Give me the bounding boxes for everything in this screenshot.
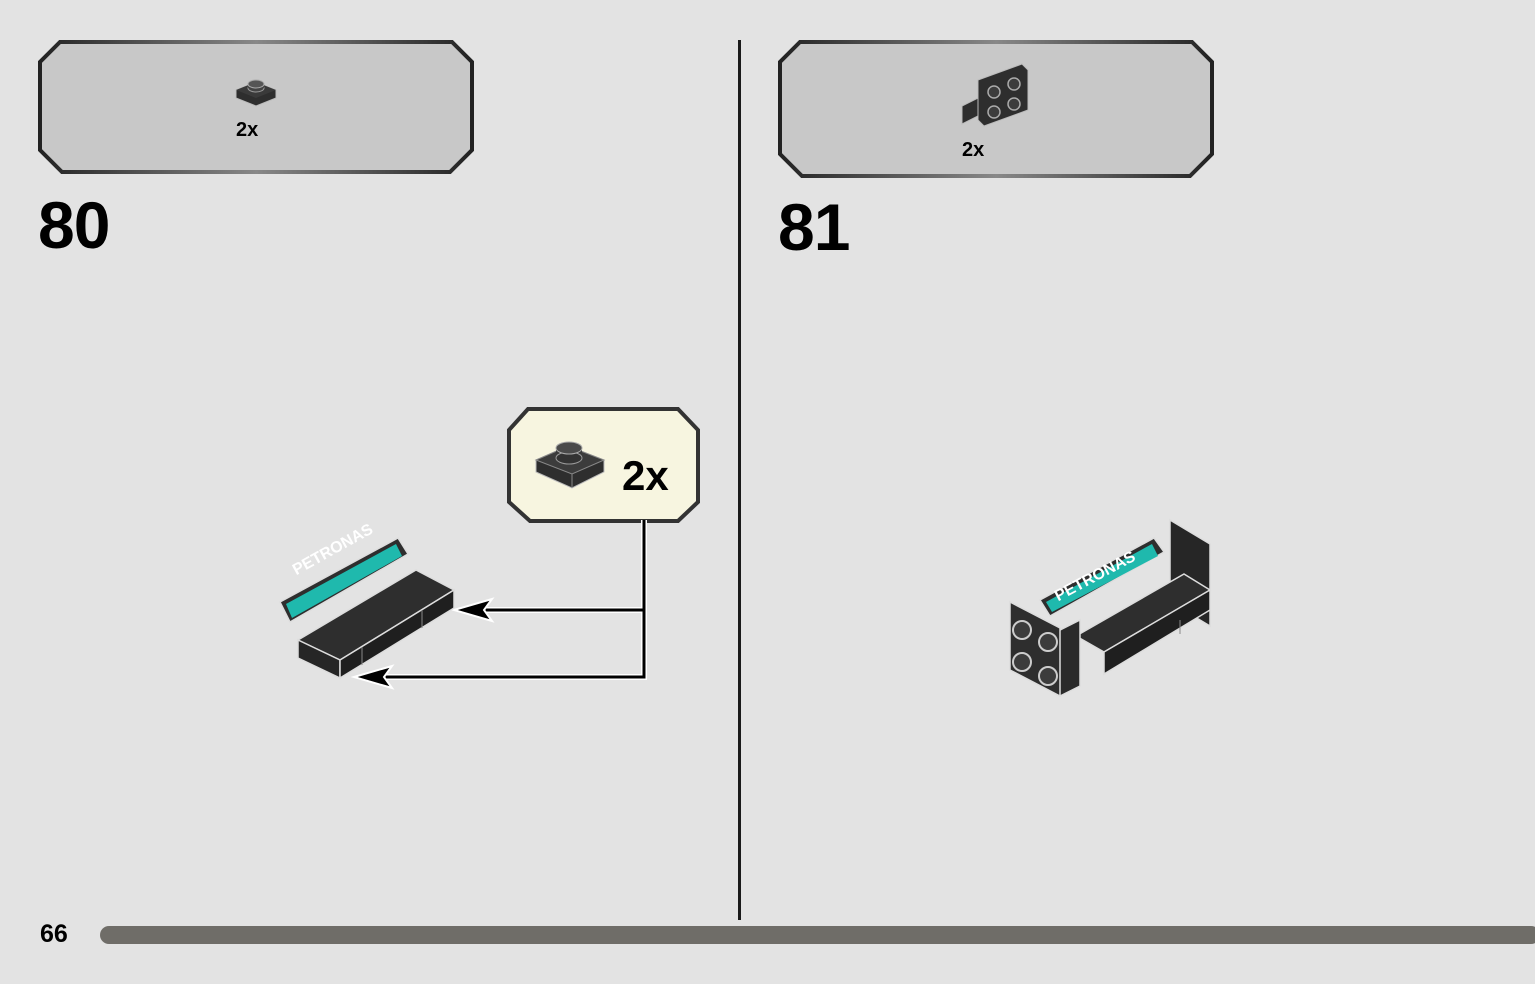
model-step-80: [276, 530, 466, 695]
parts-quantity-step-80: 2x: [236, 119, 259, 141]
page-number: 66: [40, 920, 68, 948]
parts-list-box-step-80: [38, 40, 474, 174]
bracket-part-icon: [958, 62, 1032, 137]
callout-quantity: 2x: [622, 452, 669, 499]
page-progress-bar: [100, 926, 1535, 944]
parts-quantity-step-81: 2x: [962, 139, 985, 161]
plate-round-part-icon: [234, 78, 278, 115]
step-divider: [738, 40, 741, 920]
step-number-80: 80: [38, 188, 110, 262]
step-number-81: 81: [778, 190, 850, 264]
plate-1x1-part-icon: [534, 436, 606, 497]
placement-arrows: [350, 520, 647, 690]
model-step-81: [1004, 516, 1216, 717]
